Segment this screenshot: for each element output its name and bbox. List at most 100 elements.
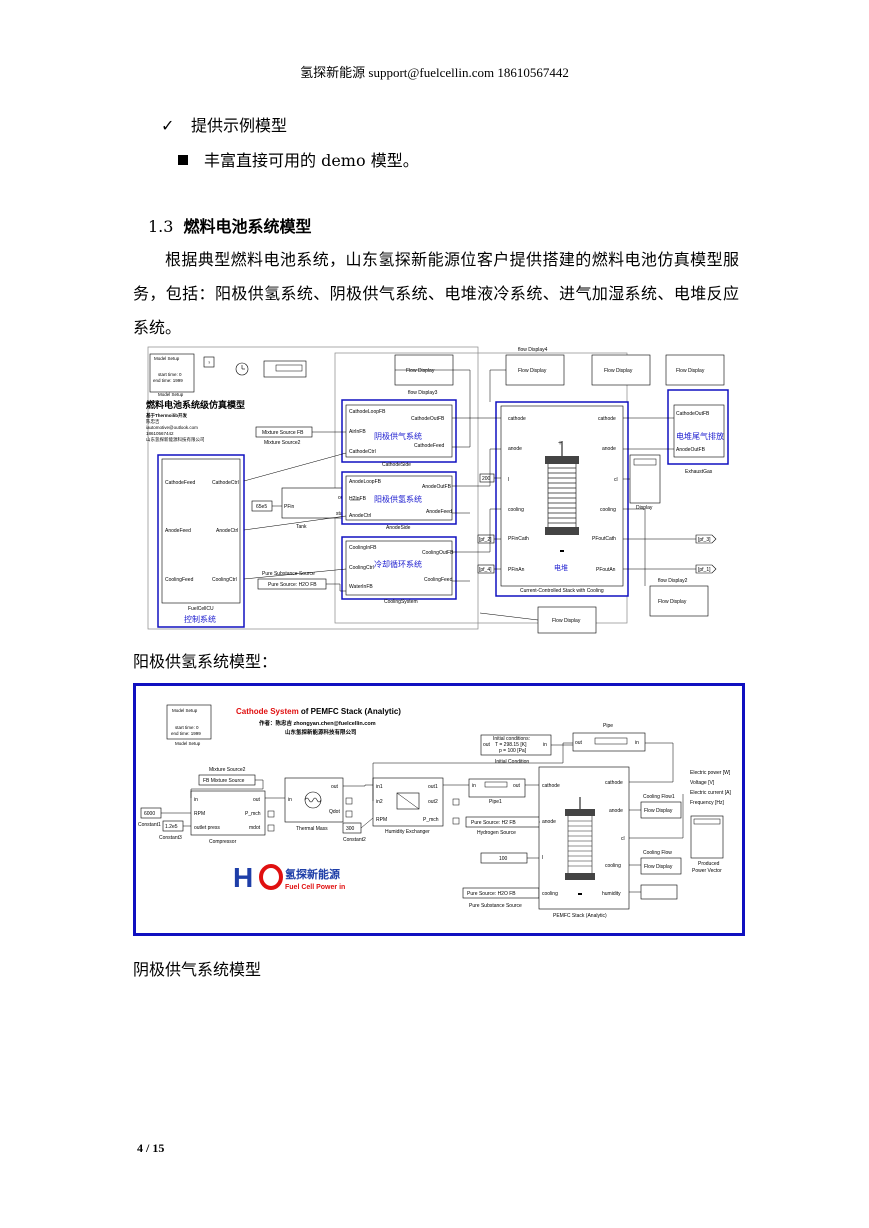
figure-caption-anode: 阳极供氢系统模型：	[133, 652, 278, 671]
svg-text:I: I	[508, 477, 509, 483]
svg-text:CoolingCtrl: CoolingCtrl	[349, 565, 374, 571]
svg-text:Pure Substance Source: Pure Substance Source	[262, 571, 315, 577]
svg-text:Pure Substance Source: Pure Substance Source	[469, 903, 522, 909]
svg-text:冷却循环系统: 冷却循环系统	[374, 559, 422, 569]
svg-text:P_mch: P_mch	[423, 817, 439, 823]
svg-text:outlet press: outlet press	[194, 825, 220, 831]
svg-text:I: I	[542, 855, 543, 861]
diagram-title: 燃料电池系统级仿真模型	[146, 399, 245, 410]
svg-text:AnodeFeed: AnodeFeed	[426, 509, 452, 515]
svg-text:山东氢探新能源科技有限公司: 山东氢探新能源科技有限公司	[285, 728, 357, 736]
svg-text:山东氢探新能源科技有限公司: 山东氢探新能源科技有限公司	[146, 436, 205, 443]
svg-text:?: ?	[208, 360, 211, 365]
svg-text:Flow Display: Flow Display	[644, 808, 673, 814]
svg-text:Display: Display	[636, 505, 653, 511]
svg-text:+: +	[558, 440, 562, 447]
svg-text:RPM: RPM	[194, 811, 205, 817]
svg-text:out: out	[575, 740, 583, 746]
svg-text:out: out	[253, 797, 261, 803]
svg-text:cl: cl	[621, 836, 625, 842]
svg-text:Constant2: Constant2	[343, 837, 366, 843]
svg-text:100: 100	[499, 856, 508, 862]
svg-text:CoolingSystem: CoolingSystem	[384, 599, 418, 605]
svg-text:Pipe: Pipe	[603, 723, 613, 729]
svg-text:200: 200	[482, 476, 491, 482]
svg-text:[pf_1]: [pf_1]	[698, 567, 711, 573]
svg-text:Flow Display: Flow Display	[658, 599, 687, 605]
svg-text:PFinAn: PFinAn	[508, 567, 525, 573]
svg-text:18610567442: 18610567442	[146, 431, 174, 436]
svg-text:FuelCellCU: FuelCellCU	[188, 606, 214, 612]
svg-text:cooling: cooling	[600, 507, 616, 513]
svg-text:p = 100 [Pa]: p = 100 [Pa]	[499, 748, 527, 754]
svg-text:start time: 0: start time: 0	[175, 725, 199, 730]
svg-text:flow Display3: flow Display3	[408, 390, 438, 396]
svg-text:控制系统: 控制系统	[184, 614, 216, 624]
svg-text:CoolingFeed: CoolingFeed	[165, 577, 194, 583]
svg-text:基于Thermoilib开发: 基于Thermoilib开发	[146, 412, 188, 419]
svg-text:cooling: cooling	[508, 507, 524, 513]
svg-text:Electric current [A]: Electric current [A]	[690, 790, 731, 796]
svg-text:Initial conditions:: Initial conditions:	[493, 736, 530, 742]
svg-text:Thermal Mass: Thermal Mass	[296, 826, 328, 832]
pemfc-stack-icon	[565, 797, 595, 895]
svg-text:in1: in1	[376, 784, 383, 790]
svg-text:CathodeFeed: CathodeFeed	[414, 443, 445, 449]
svg-text:Produced: Produced	[698, 861, 720, 867]
svg-text:Compressor: Compressor	[209, 839, 237, 845]
svg-text:flow Display2: flow Display2	[658, 578, 688, 584]
svg-text:Mixture Source FB: Mixture Source FB	[262, 430, 304, 436]
svg-text:Current-Controlled Stack with: Current-Controlled Stack with Cooling	[520, 588, 604, 594]
svg-text:Tank: Tank	[296, 524, 307, 530]
svg-text:Voltage [V]: Voltage [V]	[690, 780, 715, 786]
svg-text:cathode: cathode	[542, 783, 560, 789]
svg-text:AnodeOutFB: AnodeOutFB	[676, 447, 706, 453]
svg-text:AnodeLoopFB: AnodeLoopFB	[349, 479, 382, 485]
svg-text:WaterInFB: WaterInFB	[349, 584, 373, 590]
svg-text:PFoutAn: PFoutAn	[596, 567, 616, 573]
svg-text:Electric power [W]: Electric power [W]	[690, 770, 731, 776]
svg-text:Model Setup: Model Setup	[158, 392, 184, 397]
svg-text:mdot: mdot	[249, 825, 261, 831]
svg-text:Mixture Source2: Mixture Source2	[209, 767, 246, 773]
svg-text:Model Setup: Model Setup	[172, 708, 198, 713]
svg-text:CoolingCtrl: CoolingCtrl	[212, 577, 237, 583]
svg-text:Flow Display: Flow Display	[406, 368, 435, 374]
svg-text:anode: anode	[508, 446, 522, 452]
svg-text:ExhaustGas: ExhaustGas	[685, 469, 713, 475]
svg-text:Frequency [Hz]: Frequency [Hz]	[690, 800, 725, 806]
svg-text:Cooling Flow1: Cooling Flow1	[643, 794, 675, 800]
svg-text:Hydrogen Source: Hydrogen Source	[477, 830, 516, 836]
svg-text:Humidity Exchanger: Humidity Exchanger	[385, 829, 430, 835]
svg-text:in: in	[635, 740, 639, 746]
bullet-text: 丰富直接可用的 demo 模型。	[204, 151, 419, 170]
svg-text:out: out	[483, 742, 491, 748]
svg-text:cooling: cooling	[542, 891, 558, 897]
svg-text:CoolingInFB: CoolingInFB	[349, 545, 377, 551]
svg-text:Cooling Flow: Cooling Flow	[643, 850, 672, 856]
svg-text:CathodeCtrl: CathodeCtrl	[212, 480, 239, 486]
svg-text:[pf_4]: [pf_4]	[479, 567, 492, 573]
svg-text:AnodeSide: AnodeSide	[386, 525, 411, 531]
svg-text:[pf_2]: [pf_2]	[479, 537, 492, 543]
svg-text:PEMFC Stack (Analytic): PEMFC Stack (Analytic)	[553, 913, 607, 919]
svg-text:start time: 0: start time: 0	[158, 372, 182, 377]
figure-caption-cathode: 阴极供气系统模型	[133, 960, 262, 979]
svg-text:CathodeFeed: CathodeFeed	[165, 480, 196, 486]
svg-text:AnodeCtrl: AnodeCtrl	[216, 528, 238, 534]
svg-text:out: out	[331, 784, 339, 790]
hydrogen-explore-logo-icon: H 氢探新能源 Fuel Cell Power in	[233, 862, 345, 893]
svg-text:6000: 6000	[144, 811, 155, 817]
svg-text:阳极供氢系统: 阳极供氢系统	[374, 494, 422, 504]
svg-text:Pure Source: H2 FB: Pure Source: H2 FB	[471, 820, 516, 826]
svg-text:Flow Display: Flow Display	[676, 368, 705, 374]
svg-text:阴极供气系统: 阴极供气系统	[374, 431, 422, 441]
svg-text:RPM: RPM	[376, 817, 387, 823]
page-header: 氢探新能源 support@fuelcellin.com 18610567442	[300, 65, 569, 80]
svg-text:end time: 1999: end time: 1999	[153, 378, 183, 383]
svg-text:iautomotive@outlook.com: iautomotive@outlook.com	[146, 425, 198, 430]
svg-text:in2: in2	[376, 799, 383, 805]
svg-text:CathodeOutFB: CathodeOutFB	[676, 411, 710, 417]
bullet-item-square: 丰富直接可用的 demo 模型。	[178, 147, 419, 171]
svg-text:Flow Display: Flow Display	[552, 618, 581, 624]
